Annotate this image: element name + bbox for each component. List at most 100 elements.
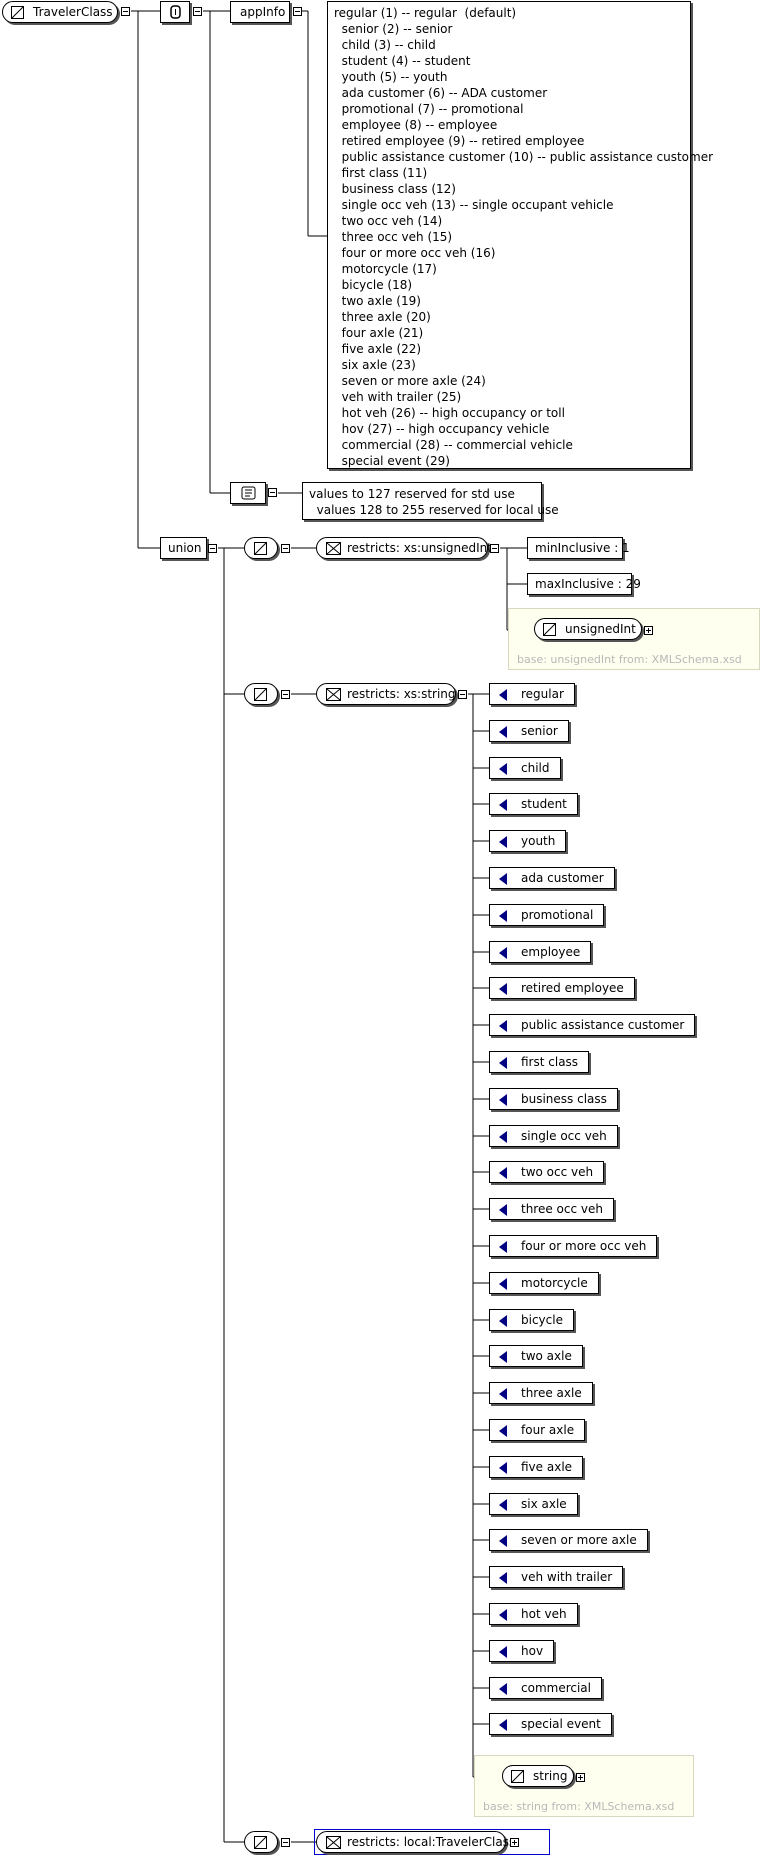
member-simple-type-2[interactable] <box>244 683 278 705</box>
enumeration-marker-icon <box>499 947 507 959</box>
restriction-icon <box>326 542 341 555</box>
member-2-collapse-toggle[interactable] <box>281 690 290 699</box>
enumeration-three-occ-veh[interactable]: three occ veh <box>489 1198 615 1220</box>
enumeration-three-axle[interactable]: three axle <box>489 1382 593 1404</box>
base-type-expand-toggle[interactable] <box>576 1773 585 1782</box>
enumeration-marker-icon <box>499 1683 507 1695</box>
enumeration-label: youth <box>521 834 556 848</box>
enumeration-youth[interactable]: youth <box>489 830 567 852</box>
enumeration-bicycle[interactable]: bicycle <box>489 1309 574 1331</box>
appinfo-text-box: regular (1) -- regular (default) senior … <box>327 1 713 469</box>
appinfo-line: three occ veh (15) <box>334 230 453 244</box>
enumeration-four-or-more-occ-veh[interactable]: four or more occ veh <box>489 1235 658 1257</box>
enumeration-senior[interactable]: senior <box>489 720 569 742</box>
annotation-icon <box>170 5 181 19</box>
enumeration-single-occ-veh[interactable]: single occ veh <box>489 1125 618 1147</box>
enumeration-label: two occ veh <box>521 1165 594 1179</box>
enumeration-commercial[interactable]: commercial <box>489 1677 602 1699</box>
member-simple-type-3[interactable] <box>244 1831 278 1853</box>
enumeration-employee[interactable]: employee <box>489 941 592 963</box>
enumeration-label: employee <box>521 945 581 959</box>
facet-maxinclusive[interactable]: maxInclusive : 29 <box>527 573 641 595</box>
enumeration-motorcycle[interactable]: motorcycle <box>489 1272 599 1294</box>
restriction-unsignedint[interactable]: restricts: xs:unsignedInt <box>316 537 492 559</box>
appinfo-line: single occ veh (13) -- single occupant v… <box>334 198 614 212</box>
union-collapse-toggle[interactable] <box>208 544 217 553</box>
base-type-note-text: base: unsignedInt from: XMLSchema.xsd <box>517 653 742 666</box>
enumeration-seven-or-more-axle[interactable]: seven or more axle <box>489 1529 648 1551</box>
restriction-string-collapse-toggle[interactable] <box>458 690 467 699</box>
appinfo-line: seven or more axle (24) <box>334 374 486 388</box>
enumeration-label: five axle <box>521 1460 573 1474</box>
annotation-box[interactable] <box>160 1 190 23</box>
restriction-local-travelerclass[interactable]: restricts: local:TravelerClass <box>316 1831 515 1853</box>
enumeration-two-axle[interactable]: two axle <box>489 1345 583 1367</box>
enumeration-label: bicycle <box>521 1313 563 1327</box>
enumeration-marker-icon <box>499 1278 507 1290</box>
selection-frame <box>314 1829 550 1855</box>
enumeration-label: child <box>521 761 550 775</box>
annotation-collapse-toggle[interactable] <box>193 7 202 16</box>
base-type-label: string <box>533 1769 568 1783</box>
restriction-unsignedint-collapse-toggle[interactable] <box>490 544 499 553</box>
restriction-icon <box>326 688 341 701</box>
facet-mininclusive[interactable]: minInclusive : 1 <box>527 537 630 559</box>
appinfo-line: regular (1) -- regular (default) <box>334 6 517 20</box>
enumeration-child[interactable]: child <box>489 757 561 779</box>
enumeration-hot-veh[interactable]: hot veh <box>489 1603 578 1625</box>
base-type-unsignedint[interactable]: unsignedInt <box>534 618 642 640</box>
appinfo-text-lines: regular (1) -- regular (default) senior … <box>334 5 713 469</box>
enumeration-marker-icon <box>499 1499 507 1511</box>
enumeration-public-assistance-customer[interactable]: public assistance customer <box>489 1014 696 1036</box>
member-3-collapse-toggle[interactable] <box>281 1838 290 1847</box>
documentation-collapse-toggle[interactable] <box>268 488 277 497</box>
enumeration-veh-with-trailer[interactable]: veh with trailer <box>489 1566 624 1588</box>
root-element-TravelerClass[interactable]: TravelerClass <box>2 1 118 23</box>
appinfo-line: senior (2) -- senior <box>334 22 453 36</box>
union-box[interactable]: union <box>160 537 207 559</box>
enumeration-hov[interactable]: hov <box>489 1640 555 1662</box>
enumeration-four-axle[interactable]: four axle <box>489 1419 586 1441</box>
appinfo-collapse-toggle[interactable] <box>293 7 302 16</box>
appinfo-line: six axle (23) <box>334 358 416 372</box>
restriction-label: restricts: local:TravelerClass <box>347 1835 516 1849</box>
member-1-collapse-toggle[interactable] <box>281 544 290 553</box>
enumeration-special-event[interactable]: special event <box>489 1713 612 1735</box>
enumeration-marker-icon <box>499 1351 507 1363</box>
simple-type-icon <box>11 6 24 19</box>
appinfo-line: veh with trailer (25) <box>334 390 462 404</box>
enumeration-first-class[interactable]: first class <box>489 1051 590 1073</box>
enumeration-ada-customer[interactable]: ada customer <box>489 867 615 889</box>
base-type-note-unsignedint: unsignedInt base: unsignedInt from: XMLS… <box>508 608 760 670</box>
base-type-string[interactable]: string <box>502 1765 574 1787</box>
root-element-label: TravelerClass <box>33 5 113 19</box>
enumeration-student[interactable]: student <box>489 793 578 815</box>
enumeration-marker-icon <box>499 836 507 848</box>
appinfo-line: hot veh (26) -- high occupancy or toll <box>334 406 565 420</box>
restriction-local-expand-toggle[interactable] <box>510 1838 519 1847</box>
enumeration-label: single occ veh <box>521 1129 607 1143</box>
enumeration-promotional[interactable]: promotional <box>489 904 605 926</box>
enumeration-five-axle[interactable]: five axle <box>489 1456 584 1478</box>
base-type-expand-toggle[interactable] <box>644 626 653 635</box>
base-type-note-text: base: string from: XMLSchema.xsd <box>483 1800 675 1813</box>
documentation-box[interactable] <box>230 482 266 504</box>
enumeration-marker-icon <box>499 763 507 775</box>
base-type-note-string: string base: string from: XMLSchema.xsd <box>474 1755 694 1817</box>
enumeration-regular[interactable]: regular <box>489 683 575 705</box>
member-simple-type-1[interactable] <box>244 537 278 559</box>
enumeration-retired-employee[interactable]: retired employee <box>489 977 635 999</box>
enumeration-six-axle[interactable]: six axle <box>489 1493 578 1515</box>
restriction-icon <box>326 1836 341 1849</box>
appinfo-line: bicycle (18) <box>334 278 413 292</box>
enumeration-label: motorcycle <box>521 1276 588 1290</box>
enumeration-label: public assistance customer <box>521 1018 685 1032</box>
restriction-string[interactable]: restricts: xs:string <box>316 683 456 705</box>
root-collapse-toggle[interactable] <box>121 7 130 16</box>
enumeration-marker-icon <box>499 1646 507 1658</box>
appinfo-box[interactable]: appInfo <box>230 1 290 23</box>
appinfo-label: appInfo <box>240 5 286 19</box>
enumeration-business-class[interactable]: business class <box>489 1088 618 1110</box>
enumeration-two-occ-veh[interactable]: two occ veh <box>489 1161 605 1183</box>
